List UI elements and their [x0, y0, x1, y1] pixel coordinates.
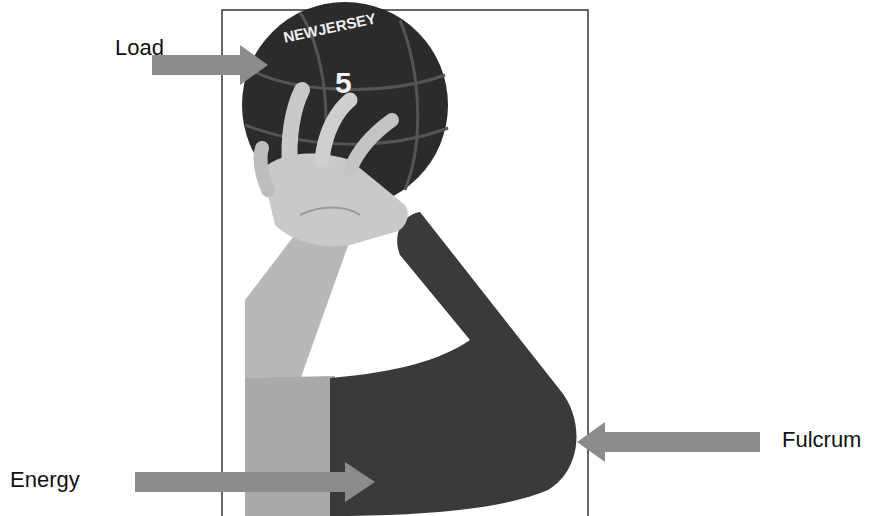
finger — [350, 120, 392, 170]
knuckle-line — [300, 208, 360, 216]
part-label: Load — [115, 36, 164, 60]
sleeve-arm — [330, 212, 576, 516]
energy-arrow — [135, 472, 347, 492]
ball-seam — [400, 20, 418, 190]
load-arrow-head — [240, 45, 268, 85]
energy-arrow-head — [345, 462, 375, 502]
pointer-arrows — [135, 45, 760, 502]
upper-arm — [245, 376, 335, 516]
left-forearm — [245, 228, 350, 385]
finger — [290, 90, 303, 165]
ball-number: 5 — [335, 66, 352, 99]
part-label: Fulcrum — [782, 428, 861, 452]
part-label: Energy — [10, 468, 80, 492]
fulcrum-arrow — [603, 432, 760, 452]
thumb — [260, 148, 268, 190]
load-arrow — [152, 55, 242, 75]
fulcrum-arrow-head — [577, 422, 605, 462]
finger — [322, 100, 350, 160]
